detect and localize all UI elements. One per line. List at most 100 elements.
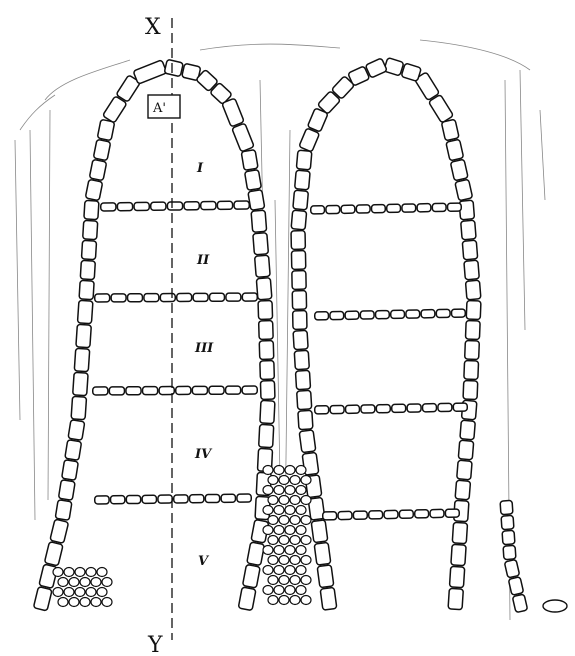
- arch-cell: [455, 179, 473, 201]
- arch-cell: [58, 480, 75, 501]
- arch-cell: [83, 220, 98, 239]
- basal-cell-cluster: [263, 486, 273, 495]
- basal-cell-cluster: [268, 576, 278, 585]
- basal-cell-cluster: [296, 506, 306, 515]
- basal-cell-cluster: [263, 586, 273, 595]
- basal-cell-cluster: [301, 596, 311, 605]
- arch-cell: [307, 108, 328, 132]
- basal-cell-cluster: [268, 516, 278, 525]
- arch-cell: [457, 460, 472, 480]
- cross-wall-cell: [399, 510, 413, 518]
- basal-cell-cluster: [301, 516, 311, 525]
- segment-label-4: IV: [194, 447, 213, 462]
- cross-wall-cell: [189, 495, 203, 503]
- arch-cell: [258, 301, 273, 320]
- arch-cell: [71, 396, 86, 419]
- arch-cell: [293, 190, 309, 210]
- basal-cell-cluster: [285, 586, 295, 595]
- side-cell: [512, 594, 527, 613]
- cross-wall-cell: [438, 403, 452, 411]
- basal-cell-cluster: [290, 536, 300, 545]
- cross-wall-cell: [134, 202, 149, 210]
- arch-cell: [292, 271, 306, 290]
- arch-cell: [241, 150, 258, 171]
- basal-cell-cluster: [285, 506, 295, 515]
- basal-cell-cluster: [64, 568, 74, 577]
- basal-cell-cluster: [301, 476, 311, 485]
- basal-cell-cluster: [102, 598, 112, 607]
- cross-wall-cell: [242, 293, 257, 301]
- cross-wall-cell: [430, 509, 444, 517]
- arch-cell: [294, 350, 309, 369]
- arch-cell: [455, 480, 470, 500]
- basal-cell-cluster: [290, 556, 300, 565]
- arch-cell: [44, 542, 63, 566]
- cross-wall-cell: [176, 386, 191, 394]
- cross-wall-cell: [451, 309, 465, 317]
- segment-label-5: V: [198, 554, 210, 569]
- cross-wall-cell: [315, 406, 329, 414]
- basal-cell-cluster: [91, 598, 101, 607]
- cross-wall-cell: [201, 201, 216, 209]
- side-cell: [508, 577, 523, 596]
- cross-wall-cell: [242, 386, 257, 394]
- arch-cell: [293, 311, 307, 330]
- cross-wall-cell: [338, 511, 352, 519]
- arch-cell: [291, 210, 307, 230]
- apex-cell-label: A': [152, 101, 166, 116]
- cross-wall-cell: [226, 293, 241, 301]
- arch-cell: [259, 424, 274, 447]
- basal-cell-cluster: [263, 466, 273, 475]
- basal-cell-cluster: [285, 526, 295, 535]
- cross-wall-cell: [192, 386, 207, 394]
- cross-wall-cell: [375, 311, 389, 319]
- arch-cell: [292, 291, 306, 310]
- cross-wall-cell: [205, 494, 219, 502]
- arch-cell: [295, 170, 311, 190]
- basal-cell-cluster: [279, 556, 289, 565]
- cross-wall-cell: [330, 311, 344, 319]
- arch-cell: [291, 231, 305, 250]
- arch-cell: [50, 519, 69, 543]
- arch-cell: [465, 340, 480, 359]
- basal-cell-cluster: [80, 578, 90, 587]
- cross-wall-cell: [177, 293, 192, 301]
- basal-cell-cluster: [301, 576, 311, 585]
- cross-wall-cell: [361, 405, 375, 413]
- basal-cell-cluster: [263, 526, 273, 535]
- cross-wall-cell: [158, 495, 172, 503]
- arch-cell: [39, 564, 58, 588]
- cross-wall-cell: [315, 312, 329, 320]
- arch-cell: [68, 420, 85, 441]
- basal-cell-cluster: [279, 476, 289, 485]
- cross-wall-cell: [226, 386, 241, 394]
- arch-cell: [85, 179, 102, 200]
- cross-wall-cell: [142, 495, 156, 503]
- cross-wall-cell: [111, 294, 126, 302]
- arch-cell: [62, 460, 79, 481]
- arch-cell: [260, 400, 275, 423]
- cross-wall-cell: [151, 202, 166, 210]
- arch-cell: [65, 440, 82, 461]
- cross-wall-cell: [353, 511, 367, 519]
- basal-cell-cluster: [274, 546, 284, 555]
- arch-cell: [460, 420, 475, 440]
- cross-wall-cell: [436, 309, 450, 317]
- segment-label-2: II: [196, 253, 210, 268]
- cross-wall-cell: [110, 496, 124, 504]
- side-cell: [503, 545, 516, 559]
- arch-cell: [299, 128, 320, 152]
- cross-wall-cell: [384, 510, 398, 518]
- cross-wall-cell: [95, 294, 110, 302]
- cross-wall-cell: [234, 201, 249, 209]
- basal-cell-cluster: [58, 578, 68, 587]
- arch-cell: [296, 150, 312, 170]
- basal-cell-cluster: [97, 588, 107, 597]
- arch-cell: [384, 58, 404, 76]
- basal-cell-cluster: [69, 598, 79, 607]
- basal-cell-cluster: [290, 496, 300, 505]
- arch-cell: [81, 240, 96, 259]
- arch-cell: [297, 390, 312, 409]
- cross-wall-cell: [311, 206, 325, 214]
